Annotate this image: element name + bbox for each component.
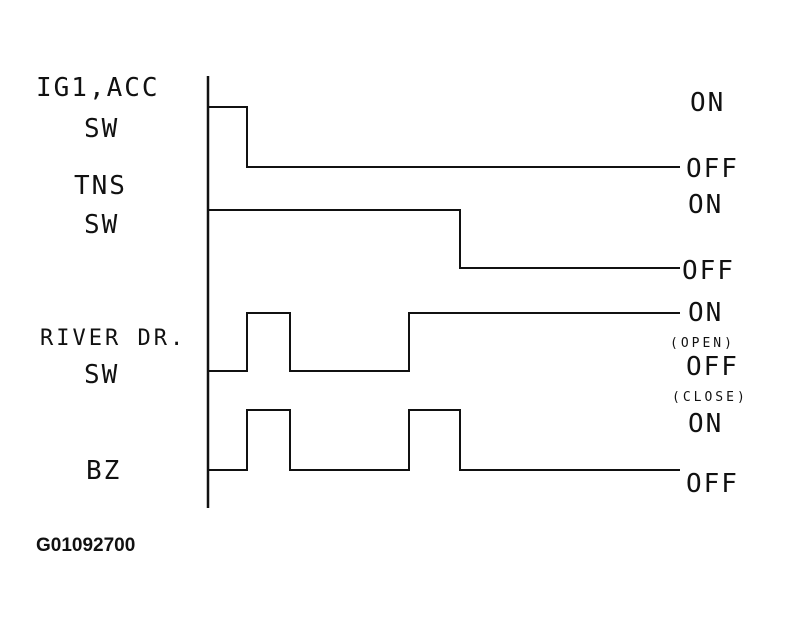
bz-on-label: ON — [688, 409, 723, 439]
tns-on-label: ON — [688, 190, 723, 220]
tns-sw-waveform — [208, 209, 680, 269]
river-dr-off-label: OFF — [686, 352, 739, 382]
river-dr-sw-waveform — [208, 312, 680, 372]
river-dr-close-note: (CLOSE) — [672, 390, 748, 405]
ig1-acc-sw-label: SW — [84, 114, 119, 144]
river-dr-on-label: ON — [688, 298, 723, 328]
bz-off-label: OFF — [686, 469, 739, 499]
figure-code: G01092700 — [36, 535, 135, 556]
ig1-acc-off-label: OFF — [686, 154, 739, 184]
bz-waveform — [208, 409, 680, 471]
tns-label: TNS — [74, 171, 127, 201]
river-dr-open-note: (OPEN) — [670, 336, 735, 351]
ig1-acc-label: IG1,ACC — [36, 73, 160, 103]
ig1-acc-sw-waveform — [208, 106, 680, 168]
tns-off-label: OFF — [682, 256, 735, 286]
tns-sw-label: SW — [84, 210, 119, 240]
river-dr-sw-label: SW — [84, 360, 119, 390]
bz-label: BZ — [86, 456, 121, 486]
ig1-acc-on-label: ON — [690, 88, 725, 118]
river-dr-label: RIVER DR. — [40, 326, 186, 351]
